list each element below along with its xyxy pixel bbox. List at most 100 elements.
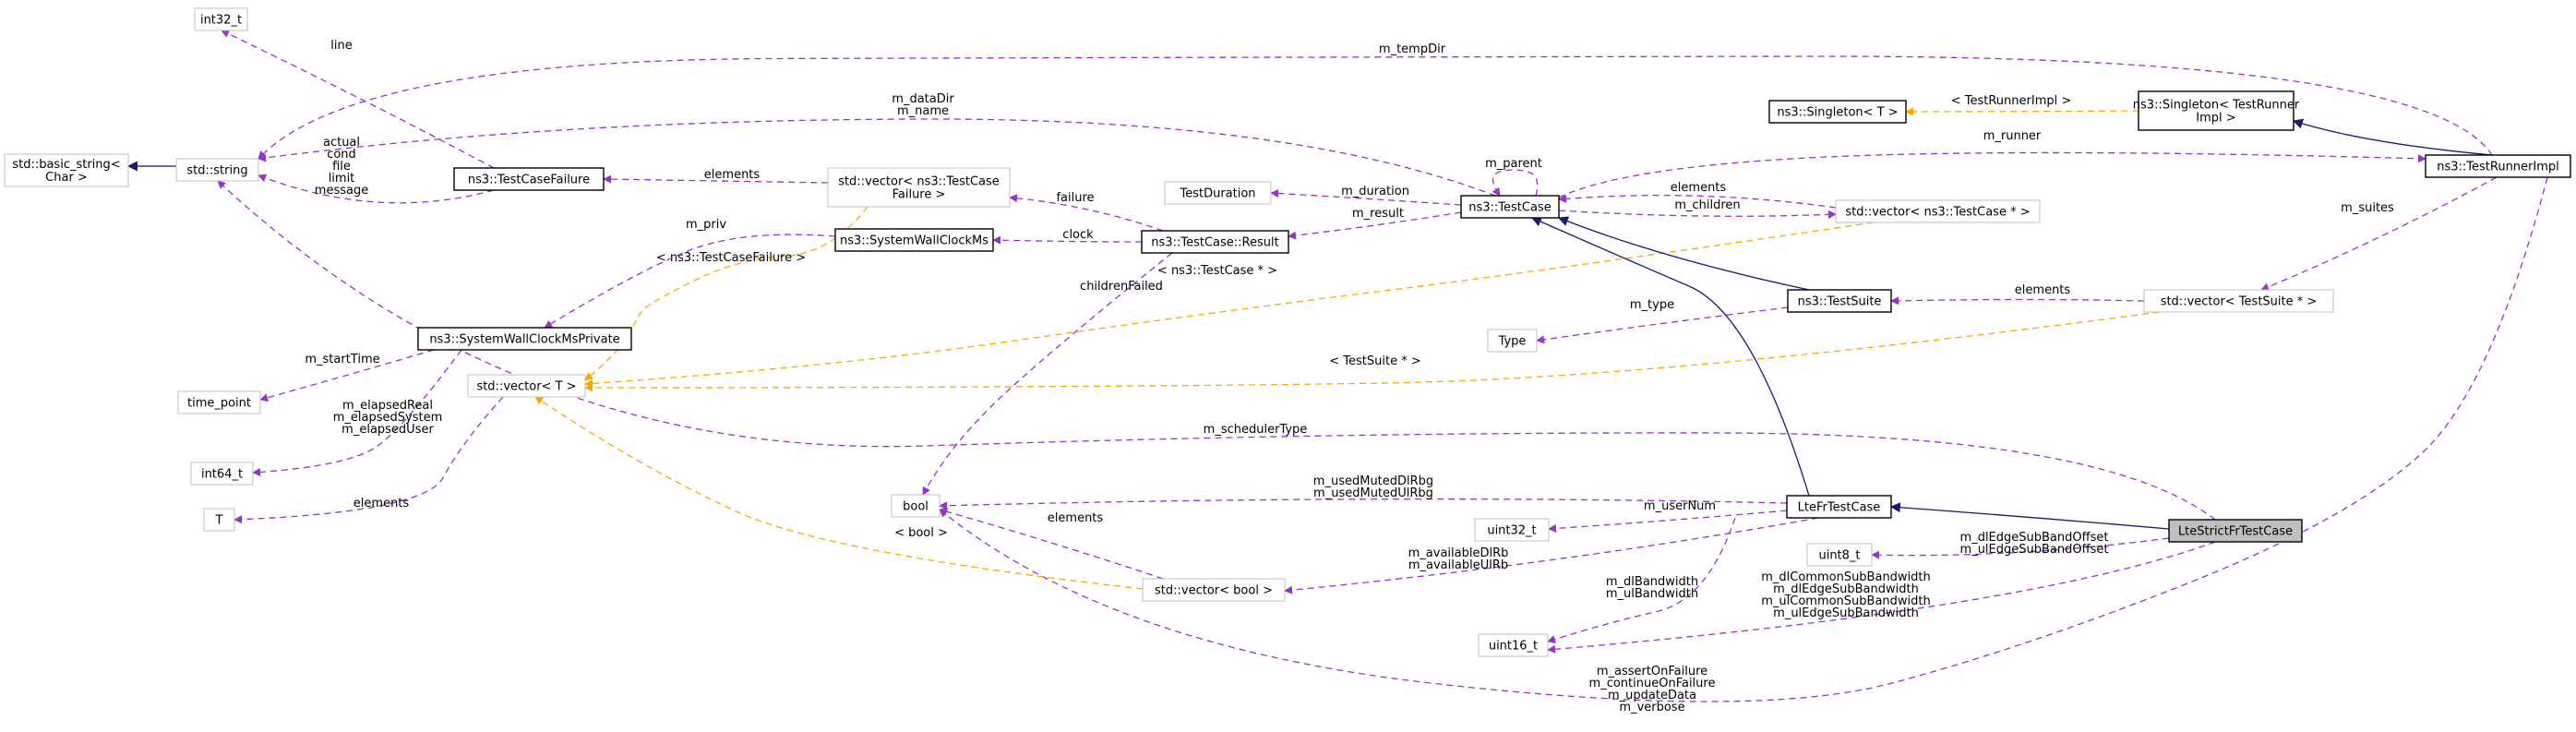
node-vec_bool[interactable]: std::vector< bool > [1142, 578, 1286, 602]
node-basic_string[interactable]: std::basic_string<Char > [4, 153, 129, 187]
edge-line [1547, 541, 2216, 654]
node-bool[interactable]: bool [891, 494, 941, 518]
node-box [1141, 230, 1289, 254]
node-label: std::vector< T > [476, 380, 576, 394]
edge-label: < ns3::TestCase * > [1157, 264, 1277, 278]
node-box [1478, 633, 1549, 657]
node-label: ns3::SystemWallClockMs [840, 234, 988, 248]
node-box [194, 7, 248, 31]
edge-line [1871, 537, 2170, 559]
node-label: ns3::TestCase::Result [1151, 236, 1278, 250]
node-box [453, 167, 605, 191]
node-box [190, 462, 254, 486]
edge-vec_ts-to-testsuite: elements [1890, 283, 2145, 306]
node-time_point[interactable]: time_point [177, 390, 261, 414]
edge-result-to-vec_tcf: failure [1009, 191, 1164, 232]
node-vec_tc[interactable]: std::vector< ns3::TestCase * > [1835, 199, 2041, 223]
node-vector_T[interactable]: std::vector< T > [467, 374, 586, 398]
node-box [1786, 495, 1892, 519]
node-testduration[interactable]: TestDuration [1164, 181, 1272, 205]
edge-vec_tc-to-vector_T: < ns3::TestCase * > [584, 222, 1875, 388]
edge-testsuite-to-testcase [1557, 216, 1810, 291]
node-label: T [215, 514, 223, 528]
node-label: Type [1498, 335, 1527, 349]
edge-line [1284, 517, 1819, 594]
edge-line [2292, 118, 2493, 156]
edge-line [544, 234, 836, 329]
node-testsuite[interactable]: ns3::TestSuite [1787, 289, 1892, 313]
node-testrunnerimpl[interactable]: ns3::TestRunnerImpl [2425, 154, 2571, 178]
edge-label: elements [704, 168, 761, 182]
edge-label: < TestRunnerImpl > [1951, 94, 2072, 108]
node-box [177, 390, 261, 414]
node-int64_t[interactable]: int64_t [190, 462, 254, 486]
node-ltestrict[interactable]: LteStrictFrTestCase [2168, 519, 2303, 543]
edge-label: m_suites [2341, 201, 2394, 215]
edge-label: clock [1062, 228, 1094, 242]
edge-line [1889, 502, 2170, 530]
node-vec_ts[interactable]: std::vector< TestSuite * > [2143, 289, 2334, 313]
edge-label: elements [2015, 283, 2071, 297]
node-testcasefailure[interactable]: ns3::TestCaseFailure [453, 167, 605, 191]
node-result[interactable]: ns3::TestCase::Result [1141, 230, 1289, 254]
node-label: ns3::TestRunnerImpl [2437, 161, 2559, 174]
node-box [175, 158, 259, 182]
node-label: std::basic_string<Char > [12, 158, 120, 185]
node-swcmp[interactable]: ns3::SystemWallClockMsPrivate [417, 327, 632, 351]
node-box [891, 494, 941, 518]
node-string[interactable]: std::string [175, 158, 259, 182]
edge-line [1558, 151, 2426, 198]
node-label: uint8_t [1818, 549, 1860, 563]
node-swcm[interactable]: ns3::SystemWallClockMs [834, 228, 994, 252]
node-type[interactable]: Type [1487, 329, 1538, 353]
node-box [417, 327, 632, 351]
node-singleton_t[interactable]: ns3::Singleton< T > [1768, 100, 1907, 124]
edge-line [258, 118, 1496, 197]
node-box [2425, 154, 2571, 178]
edge-line [922, 252, 1173, 496]
edge-label: m_userNum [1644, 499, 1716, 513]
node-label: TestDuration [1179, 187, 1255, 201]
node-label: bool [903, 500, 929, 514]
edge-singleton_tri-to-singleton_t: < TestRunnerImpl > [1905, 94, 2139, 116]
edge-line [939, 498, 1788, 510]
node-label: ns3::SystemWallClockMsPrivate [429, 333, 619, 347]
edge-label: elements [1671, 181, 1727, 195]
edge-testcase-to-testduration: m_duration [1270, 185, 1462, 206]
edge-label: < TestSuite * > [1329, 354, 1420, 368]
node-box [2138, 90, 2294, 131]
edge-vec_ts-to-vector_T: < TestSuite * > [584, 311, 2161, 392]
edge-line [1548, 510, 1788, 533]
node-testcase[interactable]: ns3::TestCase [1460, 195, 1560, 219]
node-ltefrtestcase[interactable]: LteFrTestCase [1786, 495, 1892, 519]
node-T[interactable]: T [203, 508, 235, 532]
edge-swcmp-to-time_point: m_startTime [259, 349, 435, 402]
edge-line [939, 507, 1164, 580]
edge-ltefrtestcase-to-testcase [1530, 216, 1810, 497]
node-int32_t[interactable]: int32_t [194, 7, 248, 31]
node-box [203, 508, 235, 532]
node-label: LteFrTestCase [1798, 501, 1881, 515]
edge-line [1557, 216, 1810, 291]
node-uint32_t[interactable]: uint32_t [1474, 518, 1550, 542]
node-uint8_t[interactable]: uint8_t [1806, 543, 1873, 567]
edge-line [1547, 517, 1736, 643]
node-label: int32_t [200, 14, 242, 28]
edge-result-to-bool: childrenFailed [922, 252, 1173, 496]
edge-line [584, 206, 869, 381]
node-box [834, 228, 994, 252]
edge-label: m_schedulerType [1204, 423, 1308, 437]
edge-label: m_children [1674, 198, 1740, 212]
node-uint16_t[interactable]: uint16_t [1478, 633, 1549, 657]
node-box [4, 153, 129, 187]
